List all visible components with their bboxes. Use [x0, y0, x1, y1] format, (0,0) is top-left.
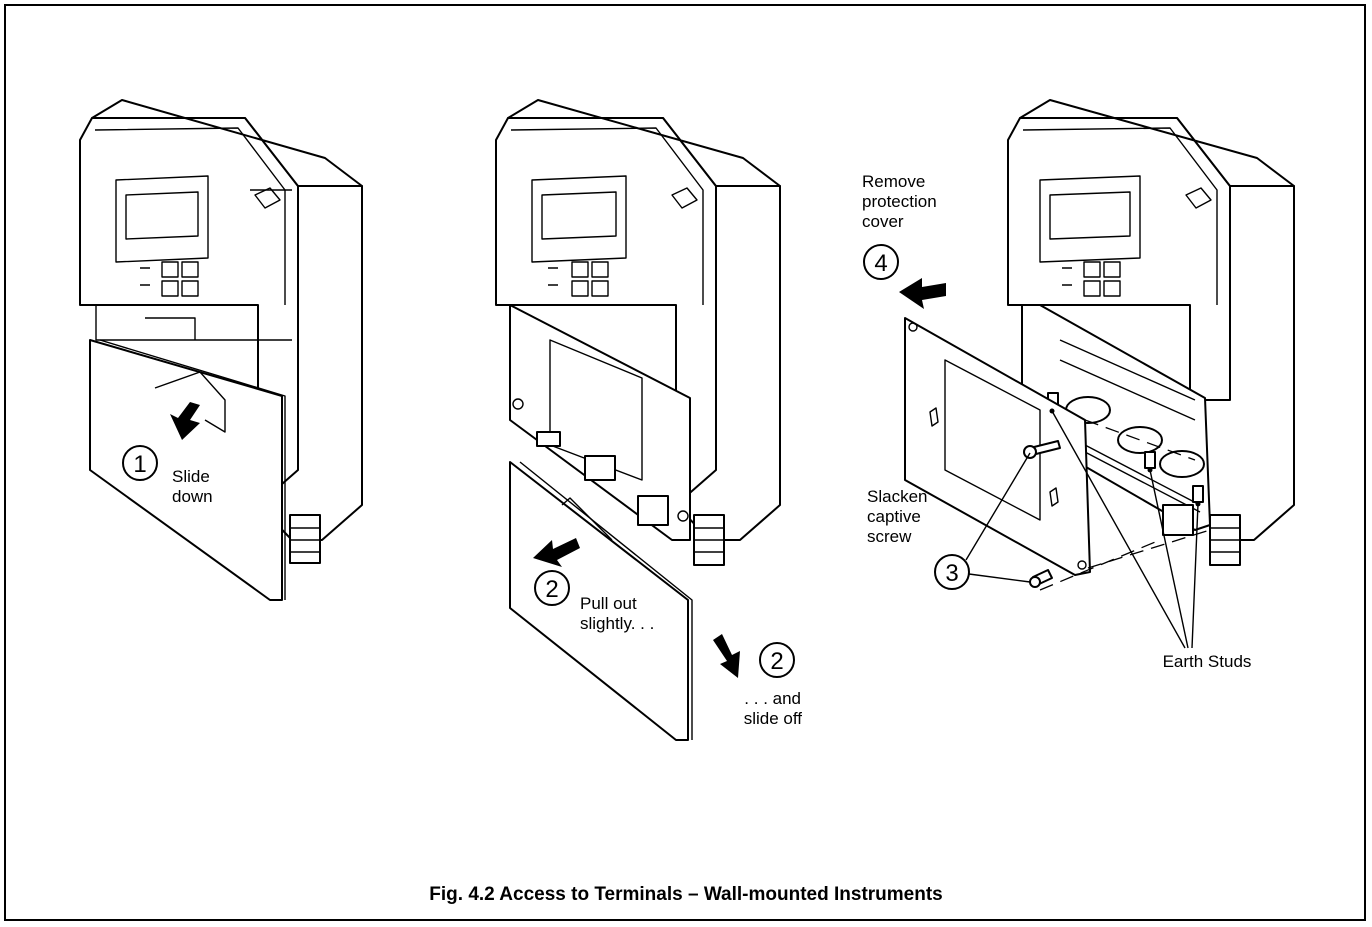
keypad-key	[161, 261, 179, 278]
gland-hole	[1117, 426, 1163, 454]
gland-hole	[1159, 450, 1205, 478]
earth-stud	[1192, 485, 1204, 503]
step-1-number: 1	[133, 451, 146, 478]
instrument-2-pull-out	[495, 99, 781, 566]
keypad-key	[591, 280, 609, 297]
arrow-remove-cover	[899, 278, 946, 309]
keypad-key	[181, 280, 199, 297]
cable-gland	[289, 514, 321, 564]
remove-cover-label-line2: protection	[862, 192, 937, 211]
step-2b-number: 2	[770, 648, 783, 675]
step-4-callout: 4	[863, 244, 899, 280]
earth-stud	[1144, 451, 1156, 469]
step-3-number: 3	[945, 560, 958, 587]
earth-studs-label: Earth Studs	[1163, 652, 1252, 671]
protection-cover-plate	[904, 317, 1091, 576]
cable-gland	[1162, 504, 1194, 536]
slide-down-label-line1: Slide	[172, 467, 210, 486]
keypad-key	[1083, 261, 1101, 278]
cable-gland	[693, 514, 725, 566]
cable-gland	[1209, 514, 1241, 566]
instrument-3-open	[1007, 99, 1295, 566]
pull-out-label-line2: slightly. . .	[580, 614, 654, 633]
step-3-callout: 3	[934, 554, 970, 590]
slacken-label-line1: Slacken	[867, 487, 927, 506]
remove-cover-label-line1: Remove	[862, 172, 925, 191]
arrow-pull-out	[533, 538, 580, 567]
step-2b-callout: 2	[759, 642, 795, 678]
cable-gland	[584, 455, 616, 481]
step-4-number: 4	[874, 250, 887, 277]
instrument-1-slide-down	[79, 99, 363, 601]
figure-caption: Fig. 4.2 Access to Terminals – Wall-moun…	[429, 884, 943, 905]
keypad-key	[571, 280, 589, 297]
step-3-leader-lines	[965, 452, 1031, 583]
removal-path-dashed	[1039, 419, 1211, 591]
remove-cover-label-line3: cover	[862, 212, 904, 231]
slide-down-label-line2: down	[172, 487, 213, 506]
pull-out-label-line1: Pull out	[580, 594, 637, 613]
captive-screw	[1029, 569, 1053, 588]
keypad-key	[1103, 261, 1121, 278]
earth-studs-leader-lines	[1051, 410, 1199, 649]
removed-cover-2	[509, 461, 693, 741]
keypad-key	[161, 280, 179, 297]
step-1-callout: 1	[122, 445, 158, 481]
keypad-key	[591, 261, 609, 278]
keypad-key	[1103, 280, 1121, 297]
keypad-key	[571, 261, 589, 278]
arrow-slide-off	[713, 634, 740, 678]
slide-off-label-line2: slide off	[744, 709, 803, 728]
slacken-label-line3: screw	[867, 527, 912, 546]
cable-gland	[536, 431, 561, 447]
step-2a-number: 2	[545, 576, 558, 603]
keypad-key	[181, 261, 199, 278]
cable-gland	[637, 495, 669, 526]
arrow-slide-down-1	[170, 402, 200, 440]
slide-off-label-line1: . . . and	[744, 689, 801, 708]
step-2a-callout: 2	[534, 570, 570, 606]
keypad-key	[1083, 280, 1101, 297]
slacken-label-line2: captive	[867, 507, 921, 526]
captive-screw	[1023, 440, 1061, 459]
